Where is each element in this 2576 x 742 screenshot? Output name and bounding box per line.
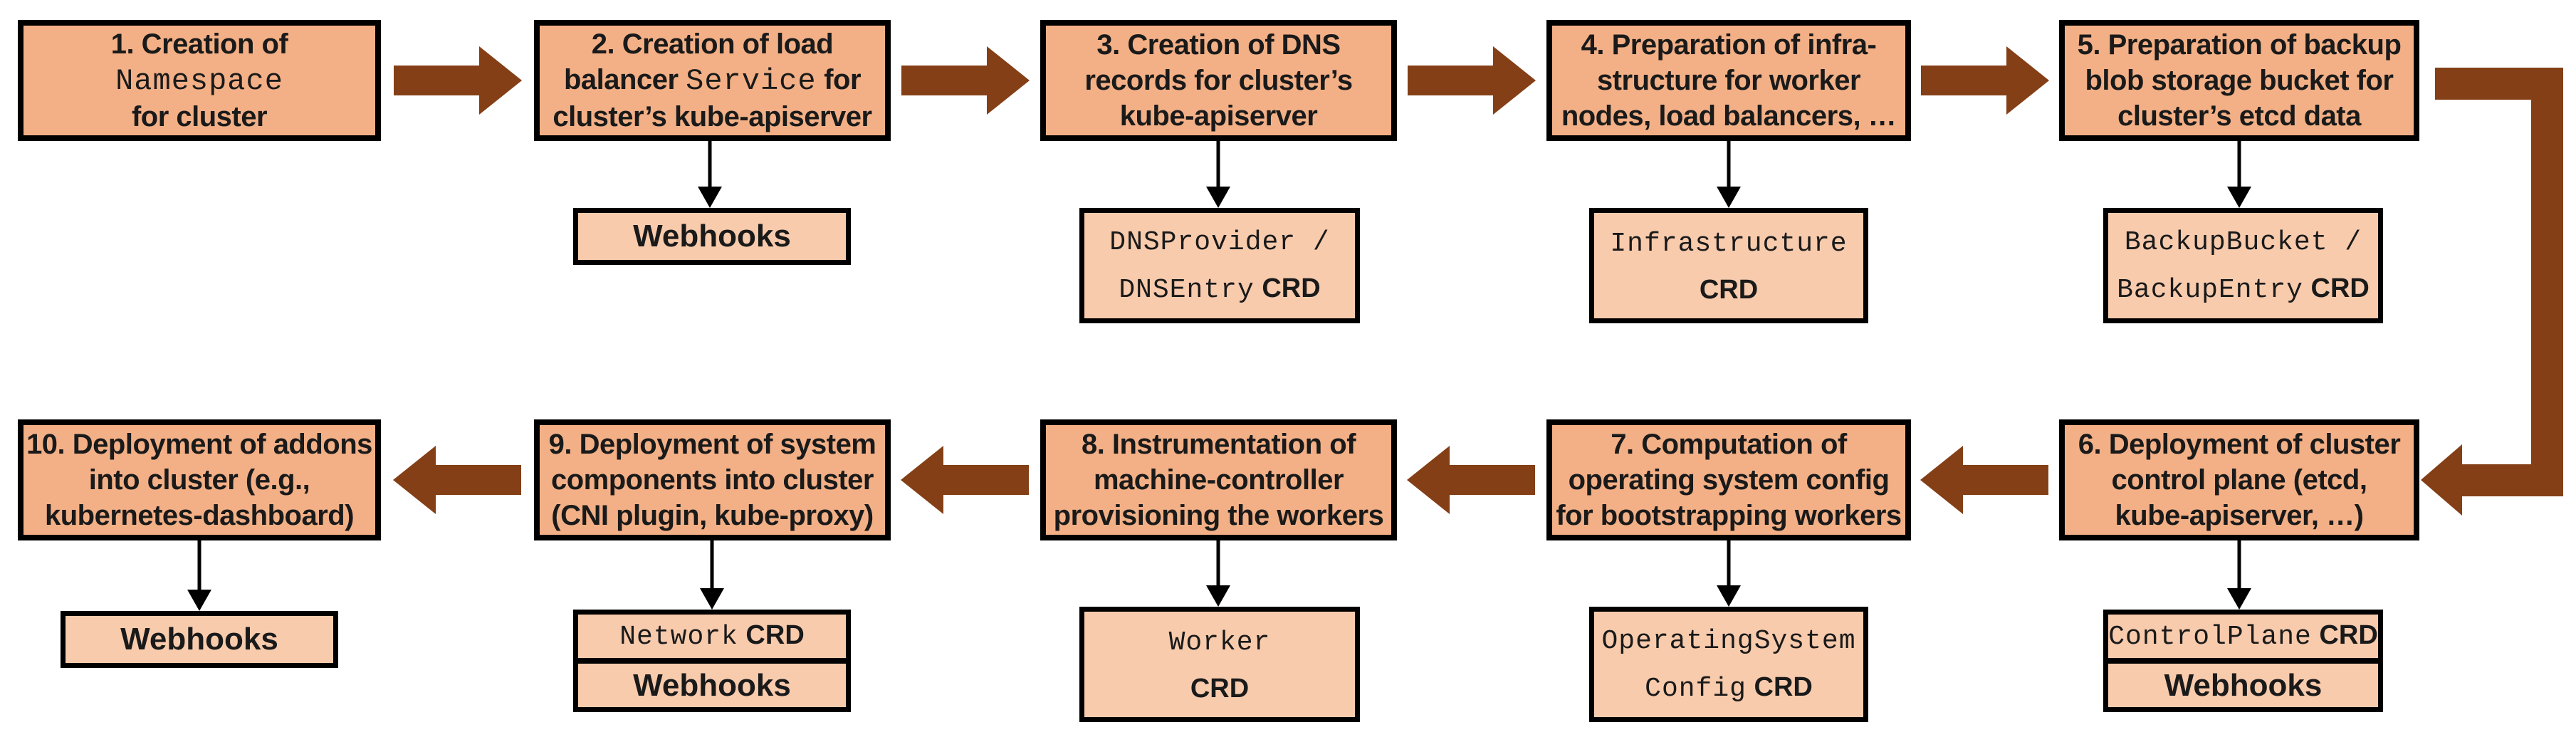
flow-arrow-step7-step8-icon (1407, 446, 1535, 514)
box-text-line: BackupBucket / (2124, 227, 2362, 258)
box-text-line: 5. Preparation of backup (2077, 29, 2402, 61)
box-text-line: provisioning the workers (1053, 500, 1384, 531)
step-7-box: 7. Computation of operating system config… (1546, 419, 1911, 540)
flow-arrow-step4-step5-icon (1921, 46, 2049, 115)
box-text-line: kube-apiserver, …) (2115, 500, 2364, 531)
box-text-line: for bootstrapping workers (1556, 500, 1902, 531)
step-2-webhooks-box: Webhooks (573, 208, 851, 265)
thin-arrow-step8-crd-icon (1206, 540, 1230, 607)
flow-arrow-step9-step10-icon (393, 446, 521, 514)
box-text-line: ControlPlane CRD (2108, 620, 2378, 652)
box-text-line: 9. Deployment of system (548, 429, 876, 460)
box-text-line: Network CRD (619, 620, 805, 652)
box-text-line: (CNI plugin, kube-proxy) (551, 500, 874, 531)
box-text-line: 3. Creation of DNS (1096, 29, 1341, 61)
thin-arrow-step9-crd-icon (700, 540, 724, 610)
thin-arrow-step10-webhooks-icon (187, 540, 211, 611)
box-text-line: 2. Creation of load (591, 28, 834, 60)
box-text-line: DNSProvider / (1109, 227, 1330, 258)
box-text-line: Worker (1168, 627, 1271, 658)
box-text-line: Namespace (115, 64, 283, 98)
box-text-line: cluster’s etcd data (2117, 100, 2361, 132)
box-text-line: operating system config (1568, 464, 1890, 496)
box-text-line: OperatingSystem (1601, 626, 1856, 657)
step-9-box: 9. Deployment of system components into c… (534, 419, 891, 540)
box-text-line: 4. Preparation of infra- (1581, 29, 1877, 61)
thin-arrow-step6-crd-icon (2227, 540, 2251, 610)
thin-arrow-step3-crd-icon (1206, 141, 1230, 208)
box-text-line: 6. Deployment of cluster (2078, 429, 2401, 460)
box-text-line: 8. Instrumentation of (1081, 429, 1356, 460)
step-8-box: 8. Instrumentation of machine-controller p… (1040, 419, 1397, 540)
box-text-line: into cluster (e.g., (88, 464, 310, 496)
box-text-line: for cluster (131, 101, 268, 132)
thin-arrow-step5-crd-icon (2227, 141, 2251, 208)
flow-arrow-step2-step3-icon (901, 46, 1030, 115)
box-text-line: balancer Service for (563, 64, 862, 98)
flow-arrow-step1-step2-icon (394, 46, 522, 115)
step-9-crd-box: Network CRD (573, 610, 851, 663)
thin-arrow-step2-webhooks-icon (698, 141, 722, 208)
box-text-line: Config CRD (1645, 672, 1813, 704)
step-6-crd-box: ControlPlane CRD (2103, 610, 2383, 663)
step-3-box: 3. Creation of DNS records for cluster’s k… (1040, 20, 1397, 141)
box-text-line: kubernetes-dashboard) (44, 500, 355, 531)
step-3-crd-box: DNSProvider / DNSEntry CRD (1079, 208, 1360, 323)
step-10-box: 10. Deployment of addons into cluster (e.… (18, 419, 381, 540)
step-10-webhooks-box: Webhooks (61, 611, 338, 668)
box-text-line: Webhooks (633, 667, 791, 703)
box-text-line: cluster’s kube-apiserver (553, 101, 872, 132)
step-4-box: 4. Preparation of infra-structure for wo… (1546, 20, 1911, 141)
box-text-line: records for cluster’s (1084, 65, 1353, 96)
box-text-line: kube-apiserver (1119, 100, 1318, 132)
box-text-line: BackupEntry CRD (2117, 273, 2370, 305)
box-text-line: DNSEntry CRD (1119, 273, 1321, 305)
flow-arrow-step5-step6-elbow-icon (2421, 68, 2563, 516)
box-text-line: CRD (1190, 673, 1250, 704)
box-text-line: control plane (etcd, (2111, 464, 2367, 496)
box-text-line: machine-controller (1093, 464, 1344, 496)
box-text-line: Infrastructure (1610, 228, 1848, 259)
box-text-line: structure for worker (1596, 65, 1861, 96)
box-text-line: nodes, load balancers, … (1561, 100, 1897, 132)
step-6-box: 6. Deployment of cluster control plane (e… (2059, 419, 2419, 540)
step-9-webhooks-box: Webhooks (573, 659, 851, 712)
box-text-line: CRD (1699, 274, 1759, 305)
box-text-line: 1. Creation of (110, 28, 288, 60)
box-text-line: 10. Deployment of addons (26, 429, 372, 460)
box-text-line: blob storage bucket for (2085, 65, 2394, 96)
step-6-webhooks-box: Webhooks (2103, 659, 2383, 712)
step-5-crd-box: BackupBucket / BackupEntry CRD (2103, 208, 2383, 323)
box-text-line: components into cluster (551, 464, 874, 496)
flow-arrow-step6-step7-icon (1920, 446, 2048, 514)
step-5-box: 5. Preparation of backup blob storage buc… (2059, 20, 2419, 141)
flow-arrow-step3-step4-icon (1408, 46, 1536, 115)
box-text-line: Webhooks (120, 622, 278, 657)
box-text-line: Webhooks (2164, 667, 2323, 703)
thin-arrow-step4-crd-icon (1717, 141, 1741, 208)
box-text-line: 7. Computation of (1611, 429, 1847, 460)
flow-arrow-step8-step9-icon (901, 446, 1029, 514)
box-text-line: Webhooks (633, 219, 791, 254)
thin-arrow-step7-crd-icon (1717, 540, 1741, 607)
